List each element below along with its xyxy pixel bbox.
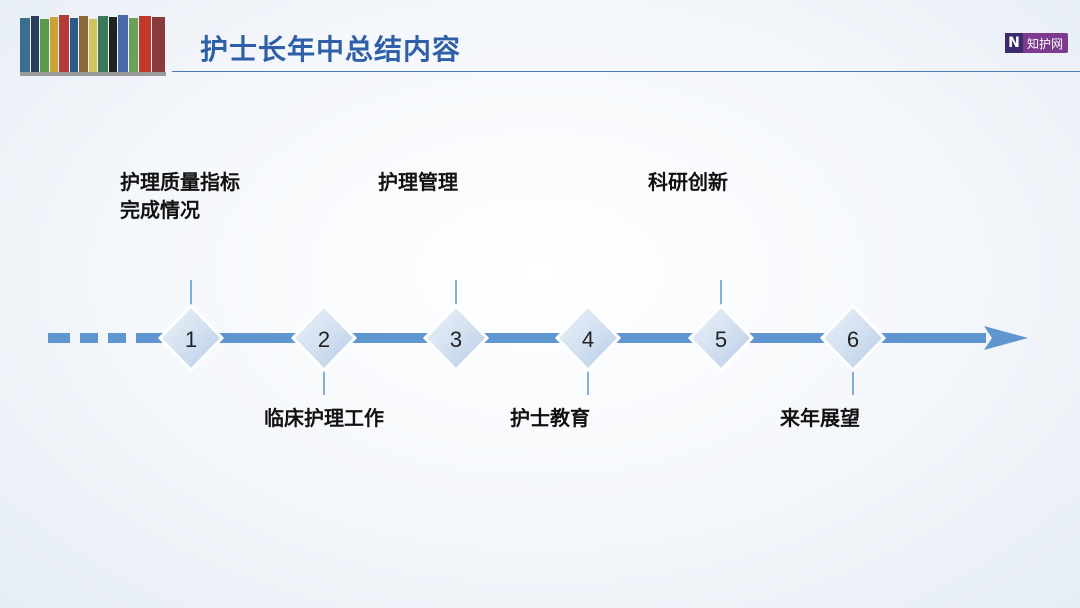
step-label-1-line2: 完成情况 [120, 198, 200, 222]
step-node-4: 4 [554, 303, 622, 373]
step-label-6: 来年展望 [780, 406, 860, 430]
step-number-6: 6 [847, 327, 859, 352]
step-number-4: 4 [582, 327, 594, 352]
step-label-3: 护理管理 [378, 170, 458, 194]
step-node-2: 2 [290, 303, 358, 373]
books-icon [20, 15, 166, 76]
timeline-arrow-head [984, 326, 1028, 350]
step-number-3: 3 [450, 327, 462, 352]
logo-mark: N [1005, 33, 1023, 53]
title-divider [172, 71, 1080, 72]
logo-text: 知护网 [1027, 36, 1064, 51]
step-node-3: 3 [422, 303, 490, 373]
step-number-5: 5 [715, 327, 727, 352]
timeline-dashes [48, 333, 126, 343]
step-label-5: 科研创新 [648, 170, 728, 194]
step-node-6: 6 [819, 303, 887, 373]
step-label-2: 临床护理工作 [264, 406, 384, 430]
brand-logo: N 知护网 [1005, 33, 1069, 53]
step-node-5: 5 [687, 303, 755, 373]
page-title: 护士长年中总结内容 [200, 33, 462, 66]
step-label-4: 护士教育 [510, 406, 590, 430]
step-label-1: 护理质量指标 完成情况 [120, 168, 240, 224]
step-number-2: 2 [318, 327, 330, 352]
step-label-1-line1: 护理质量指标 [120, 170, 240, 194]
step-node-1: 1 [157, 303, 225, 373]
step-number-1: 1 [185, 327, 197, 352]
